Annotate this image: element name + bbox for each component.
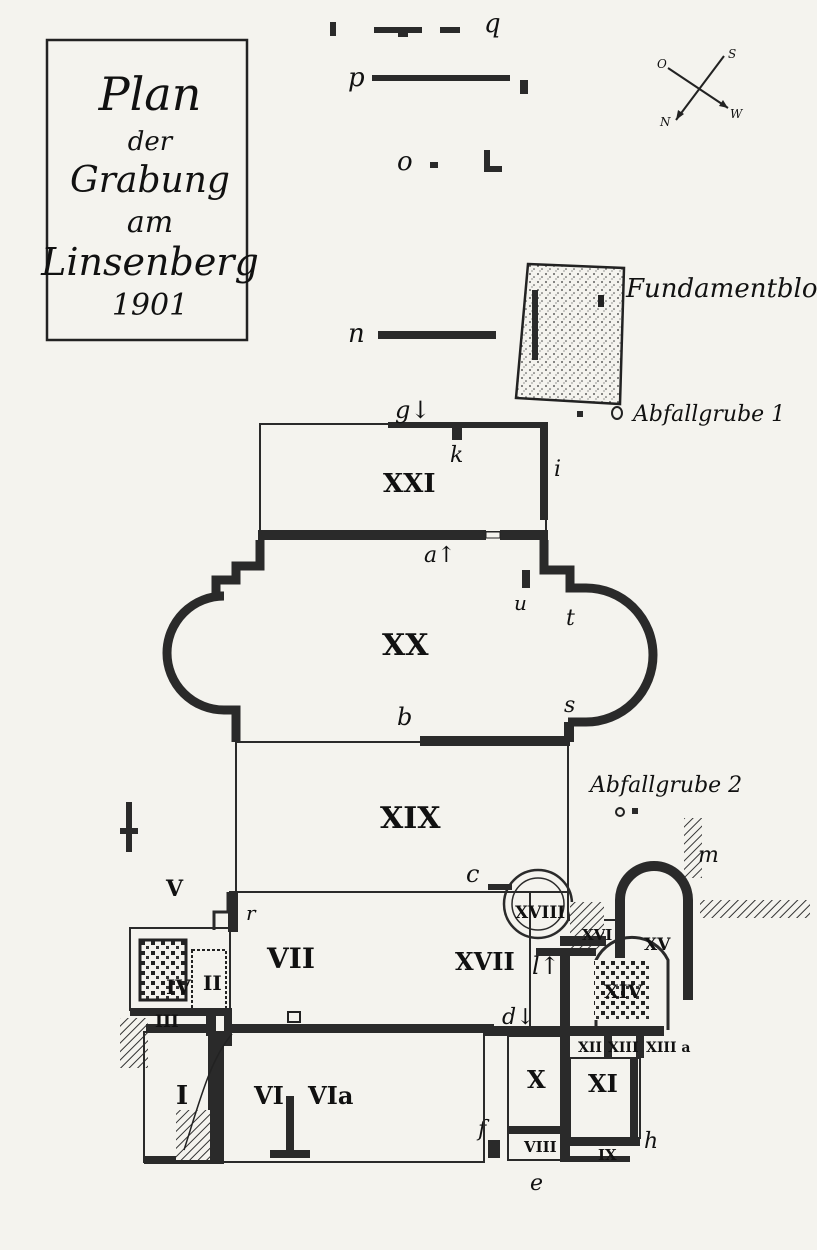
post-marker — [120, 802, 138, 852]
compass-o-label: O — [657, 57, 667, 71]
title-year: 1901 — [112, 288, 188, 323]
letter-d: d↓ — [502, 1005, 535, 1030]
letter-n: n — [348, 319, 365, 349]
title-plan: Plan — [98, 67, 202, 121]
room-label-v: V — [165, 876, 184, 902]
room-label-xii: XII — [578, 1040, 602, 1056]
title-der: der — [128, 127, 174, 157]
title-frame — [45, 38, 249, 342]
title-linsenberg: Linsenberg — [40, 240, 259, 284]
room-xxi: g↓ k i XXI — [259, 396, 561, 533]
abfallgrube-2: Abfallgrube 2 m — [588, 773, 810, 918]
room-label-xix: XIX — [380, 801, 441, 836]
compass-rose: S O N W — [657, 47, 744, 129]
room-label-vii: VII — [266, 942, 315, 975]
letter-i: i — [554, 457, 561, 482]
letter-o: o — [397, 147, 413, 177]
west-complex: V IV III II r — [120, 876, 257, 1068]
room-label-xi: XI — [588, 1069, 618, 1098]
room-label-xiv: XIV — [604, 981, 644, 1003]
letter-m: m — [698, 843, 719, 868]
letter-g: g↓ — [395, 396, 430, 424]
letter-h: h — [644, 1129, 658, 1154]
letter-a: a↑ — [424, 543, 456, 568]
wall-fragments-north: q p o n — [330, 9, 528, 349]
room-label-xx: XX — [382, 628, 429, 663]
room-label-i: I — [176, 1081, 188, 1111]
room-xviii: XVIII l↑ — [502, 868, 574, 980]
room-label-xxi: XXI — [383, 469, 436, 499]
letter-l: l↑ — [532, 952, 560, 980]
south-west-rooms: I VI VIa — [143, 1031, 485, 1164]
letter-s: s — [564, 693, 575, 718]
letter-t: t — [566, 606, 575, 631]
room-label-xiii: XIII — [608, 1040, 639, 1056]
room-label-iv: IV — [166, 975, 191, 999]
room-label-xiiia: XIII a — [646, 1040, 690, 1056]
room-label-via: VIa — [307, 1081, 353, 1110]
letter-b: b — [397, 703, 412, 731]
room-label-xvi: XVI — [582, 926, 612, 944]
room-label-xv: XV — [644, 935, 671, 955]
room-label-ii: II — [203, 971, 222, 995]
title-box: Plan der Grabung am Linsenberg 1901 — [40, 38, 259, 342]
fundamentblock: Fundamentblock — [514, 262, 817, 406]
letter-q: q — [484, 9, 501, 39]
room-label-vi: VI — [253, 1081, 284, 1110]
room-label-viii: VIII — [523, 1138, 557, 1156]
title-grabung: Grabung — [70, 160, 230, 201]
east-complex: XVI XV XIV XIII XIII a XII d↓ — [484, 746, 693, 1058]
letter-c: c — [466, 860, 479, 888]
letter-p: p — [348, 63, 365, 93]
letter-u: u — [514, 591, 527, 615]
letter-k: k — [450, 443, 463, 468]
room-xix: XIX — [235, 722, 574, 893]
room-label-iii: III — [155, 1012, 179, 1032]
room-label-ix: IX — [598, 1146, 617, 1164]
south-east-rooms: X XI VIII IX f h e — [476, 1035, 658, 1196]
wall-a: a↑ — [258, 530, 548, 568]
room-xx: u t b s XX — [162, 540, 658, 746]
letter-r: r — [246, 901, 257, 925]
compass-s-label: S — [728, 47, 736, 61]
room-vii-xvii: VII XVII c — [228, 860, 531, 1033]
label-abfallgrube-1: Abfallgrube 1 — [631, 402, 785, 427]
room-label-xviii: XVIII — [515, 903, 565, 923]
compass-n-label: N — [659, 115, 671, 129]
room-label-x: X — [527, 1065, 546, 1094]
abfallgrube-1: Abfallgrube 1 — [577, 402, 785, 427]
letter-e: e — [530, 1171, 543, 1196]
compass-w-label: W — [730, 107, 744, 121]
label-abfallgrube-2: Abfallgrube 2 — [588, 773, 742, 798]
title-am: am — [127, 205, 173, 240]
room-label-xvii: XVII — [455, 947, 515, 976]
label-fundamentblock: Fundamentblock — [625, 274, 817, 304]
